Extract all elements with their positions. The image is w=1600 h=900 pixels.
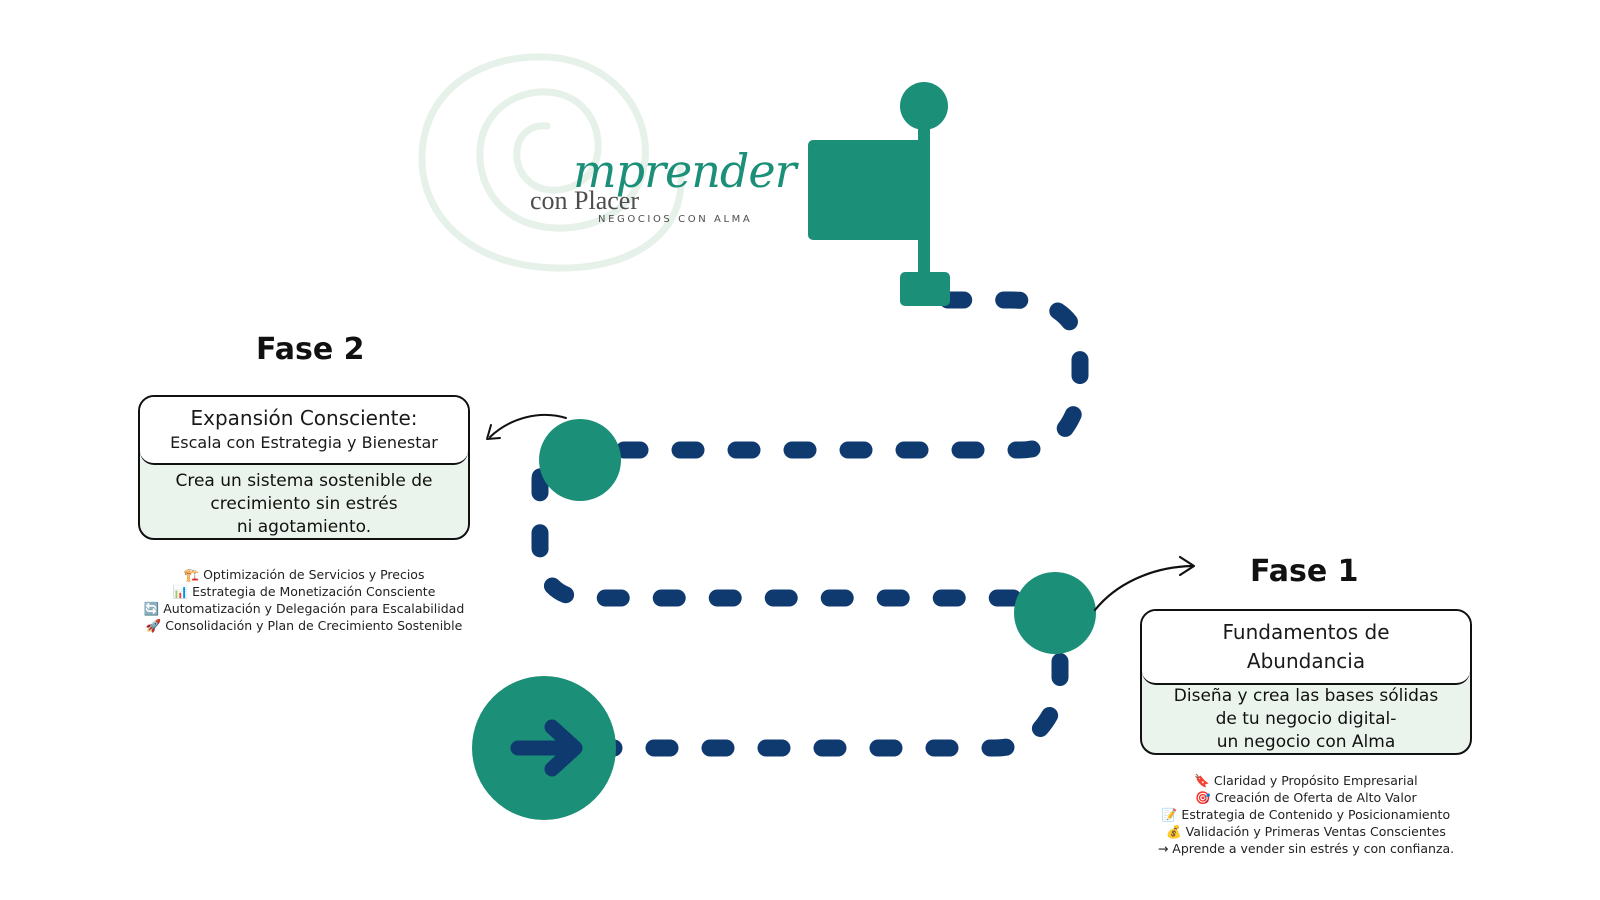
logo-tagline: NEGOCIOS CON ALMA: [598, 214, 753, 225]
brand-logo: mprender con Placer NEGOCIOS CON ALMA: [530, 144, 797, 240]
start-circle: [472, 676, 616, 820]
curved-arrow-icon: [1093, 555, 1196, 612]
list-item: 🏗️ Optimización de Servicios y Precios: [183, 567, 425, 582]
phase2-card-heading: Expansión Consciente:: [190, 406, 418, 430]
list-item: 🔖 Claridad y Propósito Empresarial: [1194, 773, 1418, 788]
list-item: 📊 Estrategia de Monetización Consciente: [172, 584, 436, 599]
phase2-card-body-line: crecimiento sin estrés: [210, 494, 398, 514]
phase1-card: Fundamentos de Abundancia Diseña y crea …: [1140, 609, 1472, 755]
phase2-item-list: 🏗️ Optimización de Servicios y Precios 📊…: [138, 566, 470, 634]
flag-icon: [808, 82, 950, 306]
dashed-road-path: [531, 291, 1089, 757]
phase1-card-body: Diseña y crea las bases sólidas de tu ne…: [1142, 685, 1470, 753]
arrow-right-icon: [510, 719, 583, 777]
list-item: 📝 Estrategia de Contenido y Posicionamie…: [1161, 807, 1451, 822]
list-item: 🔄 Automatización y Delegación para Escal…: [143, 601, 465, 616]
phase2-card-header: Expansión Consciente: Escala con Estrate…: [140, 397, 468, 465]
phase2-milestone: [539, 419, 621, 501]
list-item: 💰 Validación y Primeras Ventas Conscient…: [1166, 824, 1446, 839]
list-item: 🚀 Consolidación y Plan de Crecimiento So…: [145, 618, 463, 633]
list-item: 🎯 Creación de Oferta de Alto Valor: [1195, 790, 1417, 805]
phase2-card: Expansión Consciente: Escala con Estrate…: [138, 395, 470, 540]
curved-arrow-icon: [486, 413, 567, 440]
phase2-card-body-line: ni agotamiento.: [236, 517, 372, 537]
phase1-card-body-line: de tu negocio digital-: [1215, 709, 1397, 729]
phase1-card-header: Fundamentos de Abundancia: [1142, 611, 1470, 685]
phase2-card-body-line: Crea un sistema sostenible de: [175, 471, 433, 491]
logo-con-text: con Placer: [530, 186, 640, 215]
phase2-title: Fase 2: [256, 332, 365, 367]
phase2-card-subheading: Escala con Estrategia y Bienestar: [170, 433, 438, 452]
phase1-card-heading: Fundamentos de: [1222, 620, 1390, 644]
logo-script-text: mprender: [573, 144, 797, 198]
phase1-card-body-line: Diseña y crea las bases sólidas: [1173, 686, 1439, 706]
spiral-logo-icon: [418, 53, 685, 272]
phase1-milestone: [1014, 572, 1096, 654]
phase2-card-body: Crea un sistema sostenible de crecimient…: [140, 465, 468, 538]
list-item: → Aprende a vender sin estrés y con conf…: [1157, 841, 1455, 856]
phase1-item-list: 🔖 Claridad y Propósito Empresarial 🎯 Cre…: [1140, 772, 1472, 857]
phase1-card-heading: Abundancia: [1246, 649, 1366, 673]
phase1-title: Fase 1: [1250, 554, 1359, 589]
phase1-card-body-line: un negocio con Alma: [1216, 732, 1396, 752]
